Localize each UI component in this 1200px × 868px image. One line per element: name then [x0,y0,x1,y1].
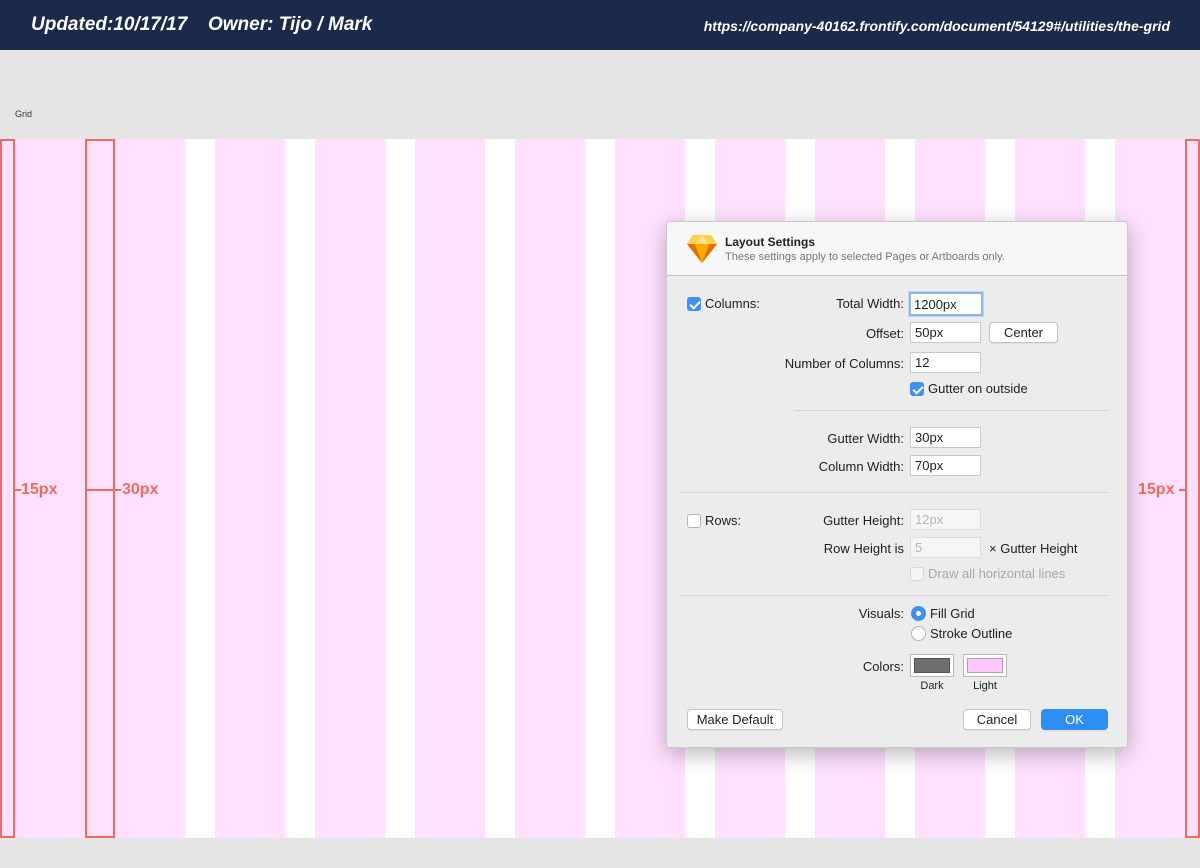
rows-label: Rows: [705,513,742,528]
grid-gutter [385,139,415,838]
total-width-label: Total Width: [836,296,904,311]
measure-tick [87,489,113,491]
offset-label: Offset: [865,326,904,341]
colors-label: Colors: [862,659,904,674]
divider [679,595,1109,596]
grid-gutter [185,139,215,838]
gutter-label: 30px [122,481,159,498]
columns-label: Columns: [705,296,760,311]
top-bar: Updated:10/17/17 Owner: Tijo / Mark http… [0,0,1200,50]
owner-label: Owner: Tijo / Mark [208,14,373,35]
dialog-title: Layout Settings [725,235,816,249]
gutter-height-input[interactable] [910,509,981,530]
light-color-swatch[interactable] [963,654,1007,677]
make-default-button[interactable]: Make Default [687,709,783,730]
row-height-input[interactable] [910,537,981,558]
center-button[interactable]: Center [989,322,1058,343]
cancel-button[interactable]: Cancel [963,709,1031,730]
gutter-outside-checkbox[interactable] [910,382,924,396]
row-height-label: Row Height is [823,541,904,556]
row-height-suffix: × Gutter Height [989,541,1078,556]
divider [679,492,1109,493]
gutter-width-label: Gutter Width: [827,431,904,446]
dialog-subtitle: These settings apply to selected Pages o… [725,251,1005,263]
stroke-outline-label: Stroke Outline [930,626,1013,641]
light-color-label: Light [973,680,997,692]
measure-tick [1179,489,1187,491]
sketch-diamond-icon [687,235,717,263]
gutter-height-label: Gutter Height: [823,513,904,528]
rows-checkbox[interactable] [687,514,701,528]
measure-tick [13,489,21,491]
columns-checkbox[interactable] [687,297,701,311]
fill-grid-radio[interactable] [911,606,926,621]
column-width-input[interactable] [910,455,981,476]
gutter-width-input[interactable] [910,427,981,448]
measure-tick [113,489,121,491]
draw-lines-checkbox[interactable] [910,567,924,581]
right-margin-marker [1185,139,1200,838]
right-margin-label: 15px [1138,481,1175,498]
page-url[interactable]: https://company-40162.frontify.com/docum… [703,18,1170,34]
grid-gutter [285,139,315,838]
grid-gutter [485,139,515,838]
fill-grid-label: Fill Grid [930,606,975,621]
draw-lines-label: Draw all horizontal lines [928,566,1066,581]
total-width-input[interactable] [909,292,983,316]
grid-gutter [585,139,615,838]
left-margin-label: 15px [21,481,58,498]
gutter-marker [85,139,115,838]
number-of-columns-input[interactable] [910,352,981,373]
dark-color-label: Dark [920,680,944,692]
dark-color-swatch[interactable] [910,654,954,677]
offset-input[interactable] [910,322,981,343]
number-of-columns-label: Number of Columns: [784,356,904,371]
left-margin-marker [0,139,15,838]
dialog-header: Layout Settings These settings apply to … [667,222,1127,276]
section-label: Grid [15,109,33,119]
gutter-outside-label: Gutter on outside [928,381,1028,396]
updated-date: Updated:10/17/17 [31,14,188,35]
layout-settings-dialog: Layout Settings These settings apply to … [666,221,1128,748]
stroke-outline-radio[interactable] [911,626,926,641]
ok-button[interactable]: OK [1041,709,1108,730]
visuals-label: Visuals: [858,606,904,621]
column-width-label: Column Width: [818,459,904,474]
divider [794,410,1109,411]
